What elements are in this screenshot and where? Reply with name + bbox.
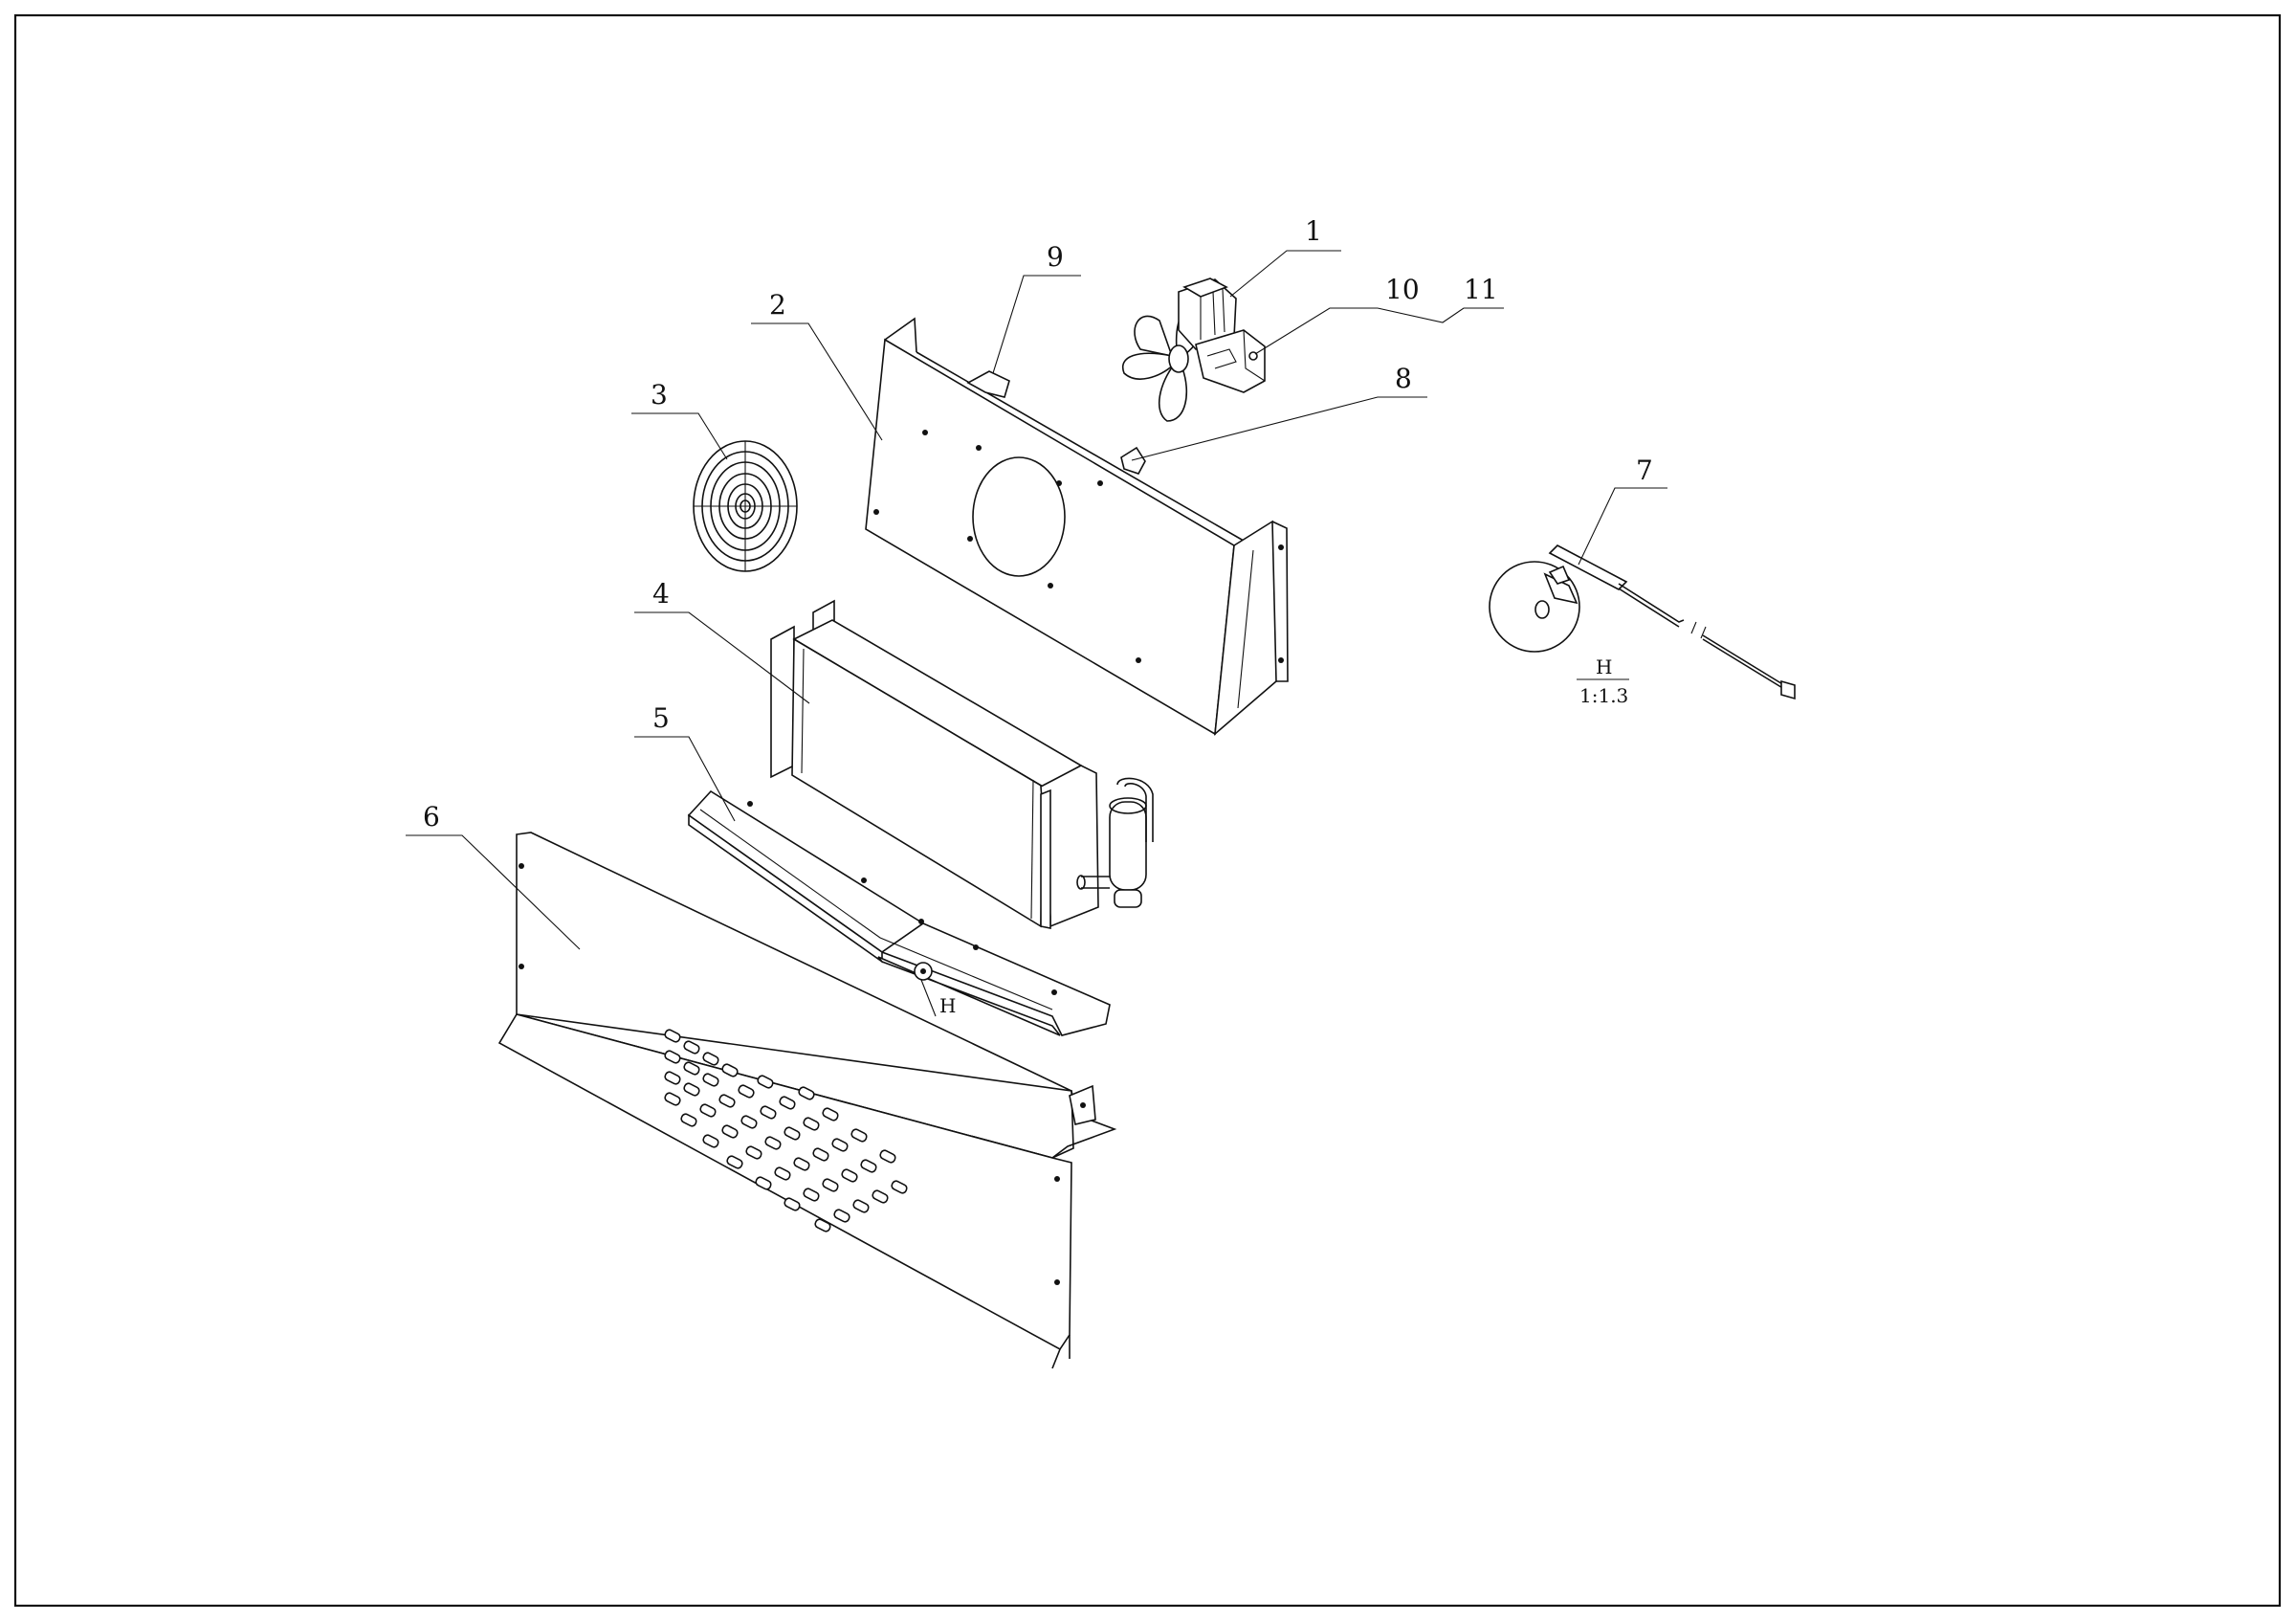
vent-slot [757, 1075, 774, 1089]
fan-guard-part-3 [693, 440, 798, 572]
vent-slot [721, 1124, 739, 1139]
vent-slot [764, 1136, 782, 1150]
sheet-border [13, 13, 2282, 1608]
vent-slot [683, 1040, 700, 1055]
detail-scale: 1:1.3 [1579, 684, 1628, 707]
callout-part-1: 1 [1305, 215, 1322, 247]
vent-slot [718, 1094, 736, 1108]
vent-slot [702, 1073, 719, 1087]
vent-slot [872, 1189, 889, 1204]
vent-slot [779, 1096, 796, 1110]
vent-slot [812, 1147, 829, 1162]
vent-slot [798, 1086, 815, 1100]
vent-slot [814, 1218, 831, 1232]
vent-slot [841, 1168, 858, 1183]
vent-slot [850, 1128, 868, 1143]
vent-slot [774, 1166, 791, 1181]
vent-slot [760, 1105, 777, 1120]
callout-part-5: 5 [652, 702, 670, 734]
sensor-probe-part-7 [1489, 544, 1796, 700]
bracket-part-9 [966, 370, 1010, 398]
vent-slot [803, 1188, 820, 1202]
vent-slot [721, 1063, 739, 1077]
callout-part-4: 4 [652, 578, 670, 610]
callout-part-9: 9 [1047, 241, 1064, 273]
vent-slot [664, 1029, 681, 1043]
vent-slot [860, 1159, 877, 1173]
vent-slot [755, 1176, 772, 1190]
callout-part-11: 11 [1464, 274, 1498, 305]
vent-slot [891, 1180, 908, 1194]
callout-part-7: 7 [1636, 455, 1653, 486]
callout-part-10: 10 [1385, 274, 1420, 305]
vent-slot [664, 1092, 681, 1106]
bracket-part-8 [1120, 446, 1146, 475]
vent-slot [683, 1061, 700, 1076]
motor-bracket-part-10 [1195, 329, 1266, 393]
vent-slot [793, 1157, 810, 1171]
vent-slot [803, 1117, 820, 1131]
callout-part-3: 3 [651, 379, 668, 411]
detail-title: H [1596, 655, 1612, 678]
vent-slot [879, 1149, 896, 1164]
vent-slot [680, 1113, 697, 1127]
vent-slot [822, 1107, 839, 1121]
vent-slots [664, 1029, 908, 1232]
vent-slot [664, 1050, 681, 1064]
fan-shroud-part-2 [865, 317, 1289, 736]
leader-lines [406, 250, 1667, 950]
vent-slot [745, 1145, 762, 1160]
vent-slot [740, 1115, 758, 1129]
fan-motor-part-1 [1121, 278, 1237, 422]
vent-slot [702, 1134, 719, 1148]
callout-part-2: 2 [769, 289, 786, 321]
vent-slot [833, 1209, 850, 1223]
drain-tray-part-5 [687, 789, 1111, 1036]
vent-slot [852, 1199, 870, 1213]
vent-slot [699, 1103, 717, 1118]
vent-slot [726, 1155, 743, 1169]
vent-slot [683, 1082, 700, 1097]
vent-slot [822, 1178, 839, 1192]
vent-slot [664, 1071, 681, 1085]
vent-slot [831, 1138, 849, 1152]
callout-part-6: 6 [423, 801, 440, 833]
vent-slot [784, 1197, 801, 1211]
callout-part-8: 8 [1395, 363, 1412, 394]
vent-slot [738, 1084, 755, 1099]
vent-slot [702, 1052, 719, 1066]
vent-slot [784, 1126, 801, 1141]
evaporator-part-4 [770, 599, 1154, 929]
front-panel-part-6 [497, 832, 1117, 1369]
detail-marker-label: H [939, 994, 956, 1017]
